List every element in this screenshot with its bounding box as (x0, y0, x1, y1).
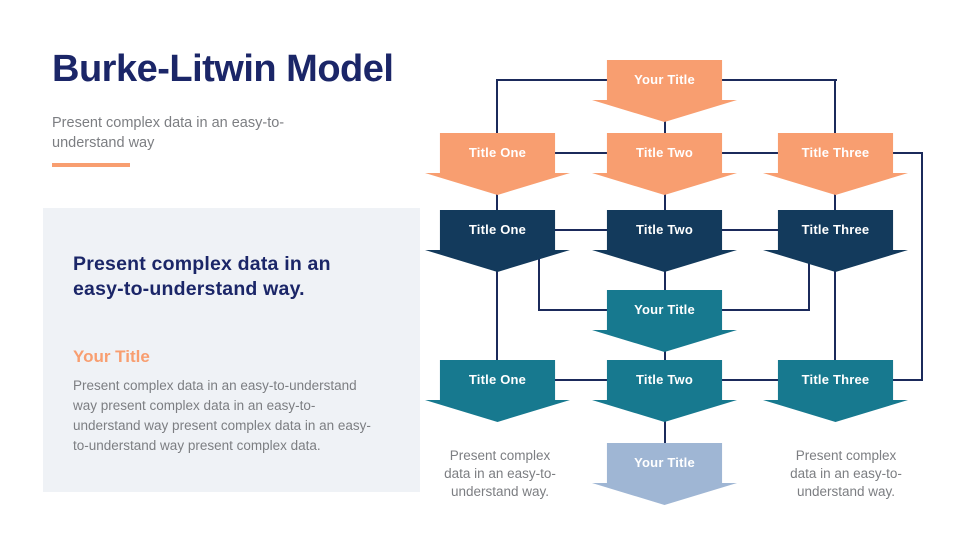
arrow-r3-title-one: Title One (425, 210, 570, 272)
info-panel-heading: Present complex data in an easy-to-under… (73, 253, 331, 301)
arrow-label: Title Three (801, 372, 870, 387)
arrow-label: Title One (468, 372, 527, 387)
page-subtitle: Present complex data in an easy-to-under… (52, 115, 285, 152)
connector-line (664, 350, 666, 362)
connector-line (538, 309, 609, 311)
connector-line (721, 309, 810, 311)
connector-line (834, 193, 836, 212)
connector-line (834, 79, 836, 135)
connector-line (496, 193, 498, 212)
connector-line (921, 152, 923, 381)
arrow-r3-title-three: Title Three (763, 210, 908, 272)
connector-line (664, 420, 666, 445)
connector-line (538, 258, 540, 311)
arrow-label: Your Title (634, 455, 695, 470)
connector-line (664, 193, 666, 212)
connector-line (496, 270, 498, 362)
arrow-label: Title One (468, 222, 527, 237)
connector-line (834, 270, 836, 362)
arrow-label: Title Two (636, 372, 693, 387)
connector-line (721, 79, 837, 81)
connector-line (496, 79, 498, 135)
arrow-label: Title Three (801, 222, 870, 237)
arrow-r5-title-three: Title Three (763, 360, 908, 422)
arrow-r2-title-one: Title One (425, 133, 570, 195)
arrow-r4-your-title: Your Title (592, 290, 737, 352)
arrow-label: Your Title (634, 72, 695, 87)
connector-line (554, 379, 610, 381)
accent-divider (52, 163, 130, 167)
connector-line (721, 152, 779, 154)
page-title: Burke-Litwin Model (52, 48, 394, 90)
connector-line (664, 116, 666, 135)
arrow-r5-title-two: Title Two (592, 360, 737, 422)
connector-line (892, 379, 923, 381)
info-panel: Present complex data in an easy-to-under… (43, 208, 420, 492)
arrow-r2-title-three: Title Three (763, 133, 908, 195)
arrow-r3-title-two: Title Two (592, 210, 737, 272)
arrow-r1-your-title: Your Title (592, 60, 737, 122)
arrow-label: Title Two (636, 145, 693, 160)
connector-line (664, 270, 666, 292)
arrow-label: Your Title (634, 302, 695, 317)
arrow-r5-title-one: Title One (425, 360, 570, 422)
arrow-r6-your-title: Your Title (592, 443, 737, 505)
connector-line (892, 152, 923, 154)
connector-line (808, 262, 810, 311)
connector-line (497, 79, 609, 81)
connector-line (554, 152, 610, 154)
connector-line (721, 379, 779, 381)
arrow-r2-title-two: Title Two (592, 133, 737, 195)
info-panel-section-title: Your Title (73, 346, 150, 366)
caption-right: Present complex data in an easy-to-under… (790, 448, 902, 500)
arrow-label: Title Two (636, 222, 693, 237)
caption-left: Present complex data in an easy-to-under… (444, 448, 556, 500)
info-panel-body: Present complex data in an easy-to-under… (73, 377, 371, 454)
connector-line (554, 229, 610, 231)
arrow-label: Title One (468, 145, 527, 160)
connector-line (721, 229, 779, 231)
arrow-label: Title Three (801, 145, 870, 160)
